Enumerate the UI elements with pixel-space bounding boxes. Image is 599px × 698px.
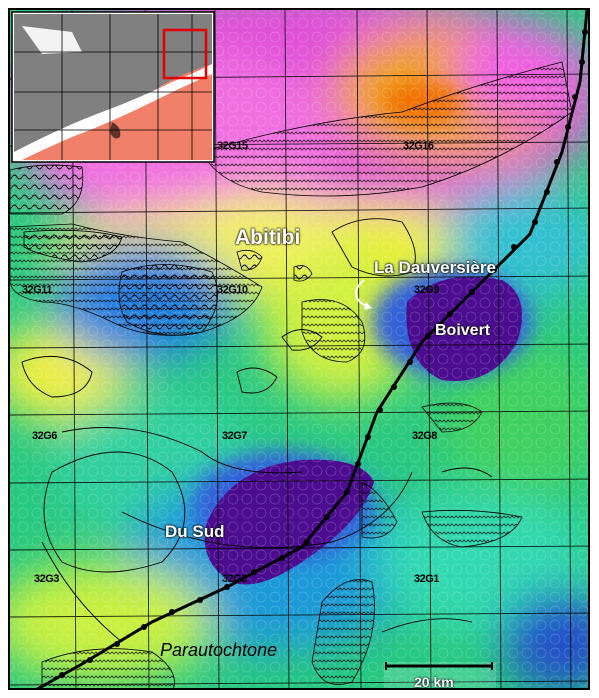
sheet-label: 32G6 bbox=[32, 430, 57, 442]
sheet-label: 32G7 bbox=[222, 430, 247, 442]
label-la-dauversiere: La Dauversière bbox=[374, 258, 496, 277]
sheet-label: 32G1 bbox=[414, 573, 439, 585]
scale-bar bbox=[384, 662, 496, 688]
sheet-label: 32G11 bbox=[22, 284, 52, 296]
geophysical-map: 32G15 32G16 32G11 32G10 32G9 32G6 32G7 3… bbox=[8, 8, 590, 690]
study-area-box bbox=[162, 28, 208, 80]
label-abitibi: Abitibi bbox=[235, 226, 301, 249]
sheet-label: 32G2 bbox=[222, 573, 247, 585]
sheet-label: 32G9 bbox=[414, 284, 439, 296]
curved-arrow-icon bbox=[354, 279, 372, 310]
sheet-label: 32G10 bbox=[217, 284, 248, 296]
label-du-sud: Du Sud bbox=[165, 522, 225, 541]
thrust-fault-icon bbox=[36, 10, 588, 688]
scale-label: 20 km bbox=[414, 674, 454, 690]
sheet-label: 32G3 bbox=[34, 573, 59, 585]
label-boivert: Boivert bbox=[435, 322, 491, 339]
label-parautochtone: Parautochtone bbox=[160, 640, 278, 660]
sheet-label: 32G16 bbox=[403, 140, 434, 152]
location-inset bbox=[11, 11, 215, 163]
sheet-label: 32G15 bbox=[217, 140, 248, 152]
sheet-label: 32G8 bbox=[412, 430, 437, 442]
